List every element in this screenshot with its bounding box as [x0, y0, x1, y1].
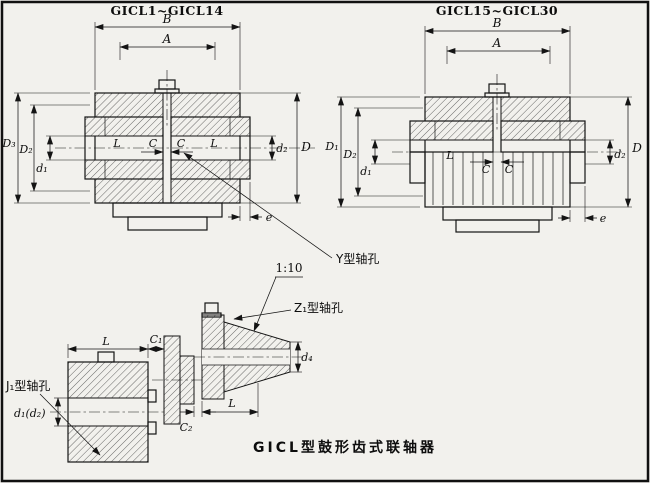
right-dim-d2: d₂ — [585, 139, 626, 165]
right-dim-D2: D₂ — [342, 107, 423, 197]
dim-label: C₁ — [150, 333, 163, 346]
left-dim-D2: D₂ — [18, 104, 90, 192]
j-hole-label: J₁型轴孔 — [5, 378, 50, 393]
dim-label: C — [177, 137, 186, 150]
dim-label: d₁ — [36, 162, 47, 175]
right-dim-A: A — [446, 36, 551, 64]
y-hole-leader — [183, 152, 333, 259]
right-sleeve-section — [424, 96, 571, 208]
right-dim-D: D — [570, 96, 642, 208]
detail-dim-d4: d₄ — [290, 341, 313, 373]
j-hole-callout: J₁型轴孔 — [5, 378, 101, 456]
detail-dim-L-bottom: L — [201, 383, 259, 417]
dim-label: B — [492, 16, 502, 30]
taper-callout: 1:10 — [253, 261, 303, 332]
right-bottom-steps — [442, 206, 553, 233]
detail-view: L C₁ d₁(d₂) J₁型轴孔 C₂ — [5, 261, 343, 463]
dim-label: D₂ — [342, 148, 356, 161]
detail-dim-C1: C₁ — [147, 333, 165, 353]
detail-hub-z1 — [194, 302, 304, 400]
dim-label: d₁(d₂) — [14, 407, 46, 420]
right-dim-B: B — [424, 16, 571, 94]
left-hub-left — [84, 116, 164, 180]
view-gicl1-14: GⅠCL1~GⅠCL14 — [1, 3, 315, 231]
dim-label: C — [505, 163, 514, 176]
dim-label: B — [162, 12, 172, 26]
dim-label: L — [101, 335, 109, 348]
left-dim-B: B — [94, 12, 241, 90]
dim-label: L — [227, 397, 235, 410]
y-hole-callout: Y型轴孔 — [183, 152, 379, 266]
left-dim-d2: d₂ — [250, 135, 288, 161]
left-hub-right — [170, 116, 251, 180]
dim-label: C — [482, 163, 491, 176]
dim-label: A — [162, 32, 172, 46]
left-dim-A: A — [119, 32, 216, 60]
figure-caption: GⅠCL型鼓形齿式联轴器 — [253, 439, 437, 456]
dim-label: L — [445, 149, 453, 162]
dim-label: d₂ — [276, 142, 287, 155]
detail-flange-bush — [152, 335, 206, 425]
left-dim-D3: D₃ — [1, 92, 90, 204]
dim-label: D — [300, 140, 311, 154]
left-dim-d1: d₁ — [36, 135, 85, 175]
taper-label: 1:10 — [276, 261, 303, 275]
dim-label: D₂ — [18, 143, 32, 156]
right-dim-D1: D₁ — [324, 96, 420, 208]
left-bottom-steps — [112, 202, 223, 231]
left-dim-LCCL: L C C L — [112, 137, 218, 156]
dim-label: C₂ — [180, 421, 193, 434]
dim-label: D — [631, 141, 642, 155]
left-sleeve-section — [94, 92, 241, 204]
bore-opening — [202, 349, 290, 365]
dim-label: d₂ — [614, 148, 625, 161]
j-hole-leader — [39, 393, 101, 456]
right-dim-e: e — [558, 186, 607, 225]
view-gicl15-30: GⅠCL15~GⅠCL30 — [324, 3, 642, 233]
view-title-right: GⅠCL15~GⅠCL30 — [436, 3, 558, 18]
right-dim-d1: d₁ — [360, 139, 410, 178]
dim-label: d₁ — [360, 165, 371, 178]
right-dim-LCC: L C C — [445, 149, 524, 176]
left-dim-e: e — [228, 182, 273, 224]
taper-leader — [253, 276, 277, 332]
view-title-left: GⅠCL1~GⅠCL14 — [110, 3, 223, 18]
y-hole-label: Y型轴孔 — [335, 251, 379, 266]
dim-label: L — [209, 137, 217, 150]
dim-label: d₄ — [301, 351, 312, 364]
dim-label: D₁ — [324, 140, 338, 153]
dim-label: e — [600, 212, 607, 225]
z-hole-callout: Z₁型轴孔 — [233, 300, 343, 321]
dim-label: e — [266, 211, 273, 224]
z-hole-leader — [233, 309, 292, 321]
z-hole-label: Z₁型轴孔 — [294, 300, 343, 315]
dim-label: C — [149, 137, 158, 150]
dim-label: L — [112, 137, 120, 150]
dim-label: D₃ — [1, 137, 15, 150]
dim-label: A — [492, 36, 502, 50]
detail-hub-j1 — [50, 351, 168, 463]
